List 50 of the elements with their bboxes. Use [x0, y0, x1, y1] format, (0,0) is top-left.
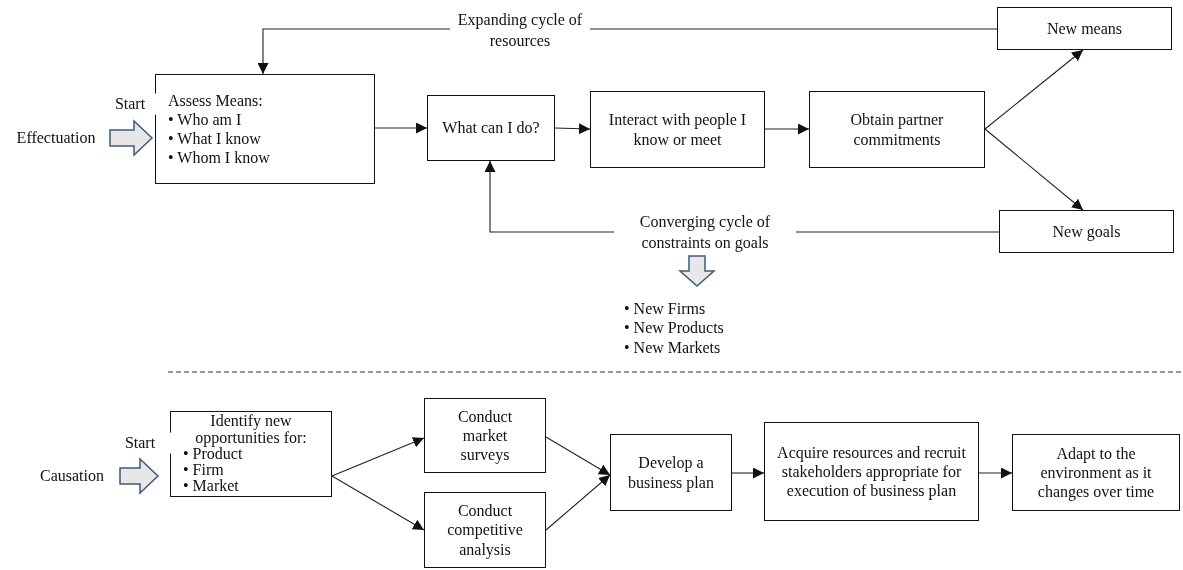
- box-text: What can I do?: [442, 118, 540, 138]
- box-text: Acquire resources and recruit stakeholders appropriate for execution of business plan: [777, 442, 966, 501]
- side-label: Causation: [40, 466, 104, 486]
- list-item: • Whom I know: [168, 148, 271, 168]
- arrow: [984, 49, 1084, 130]
- box-text: Obtain partner commitments: [849, 110, 945, 149]
- list-item: • What I know: [168, 129, 262, 149]
- process-box: [424, 398, 546, 473]
- box-text: New goals: [1052, 221, 1121, 242]
- box-text: Conduct competitive analysis: [446, 501, 524, 559]
- arrow: [331, 437, 425, 477]
- process-box: [764, 422, 979, 521]
- block-arrow: [109, 119, 154, 157]
- process-box: [809, 91, 985, 168]
- box-text: Adapt to the environment as it changes over time: [1036, 443, 1156, 502]
- arrow: [545, 474, 611, 531]
- box-heading: Identify new opportunities for:: [195, 413, 308, 446]
- process-box: [1012, 434, 1180, 511]
- process-box: [427, 95, 555, 161]
- list-item: • New Firms: [624, 299, 707, 319]
- process-box: [170, 411, 332, 497]
- arrow: [984, 128, 1084, 211]
- list-item: • New Markets: [624, 337, 722, 357]
- process-box: [999, 210, 1174, 253]
- box-text: Interact with people I know or meet: [607, 110, 748, 149]
- block-arrow: [119, 457, 160, 495]
- process-box: [997, 7, 1172, 50]
- process-box: [155, 74, 375, 184]
- arrow: [374, 122, 428, 134]
- arrow: [331, 475, 425, 531]
- arrow: [764, 123, 810, 135]
- process-box: [424, 492, 546, 568]
- arrow: [731, 467, 765, 479]
- box-heading: Assess Means:: [168, 90, 264, 110]
- block-arrow: [678, 255, 716, 287]
- edge-label: Converging cycle of constraints on goals: [614, 212, 796, 254]
- list-item: • New Products: [624, 318, 725, 338]
- arrow: [545, 436, 611, 476]
- arrow: [554, 123, 591, 135]
- side-label: Effectuation: [16, 128, 96, 148]
- arrow: [978, 467, 1013, 479]
- box-text: Conduct market surveys: [456, 406, 514, 465]
- list-item: • Product: [183, 445, 243, 463]
- process-box: [610, 434, 732, 511]
- list-item: • Market: [183, 478, 240, 495]
- list-item: • Who am I: [168, 109, 243, 129]
- box-text: New means: [1046, 18, 1123, 39]
- list-item: • Firm: [183, 462, 225, 479]
- process-box: [590, 91, 765, 168]
- box-text: Develop a business plan: [627, 453, 715, 492]
